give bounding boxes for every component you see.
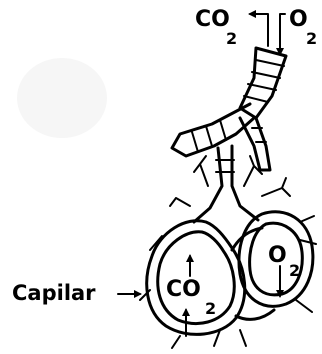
alveolus-co2-text: CO (166, 277, 201, 302)
top-co2-subscript: 2 (226, 29, 237, 48)
alveolus-o2-text: O (268, 243, 287, 268)
capillary-junction-lower (236, 310, 274, 319)
alveolus-right: O 2 (239, 212, 313, 307)
top-o2-subscript: 2 (306, 29, 317, 48)
top-o2-text: O (289, 7, 308, 32)
alveolus-co2-subscript: 2 (205, 299, 216, 318)
background-blob (17, 58, 107, 138)
alveolus-left: CO 2 (147, 221, 245, 336)
alveolus-o2-subscript: 2 (289, 261, 300, 280)
top-co2-text: CO (195, 7, 230, 32)
inhale-arrow (280, 14, 285, 54)
trachea (240, 48, 286, 118)
exhale-arrow (250, 14, 268, 46)
capillary-label: Capilar (12, 281, 96, 305)
